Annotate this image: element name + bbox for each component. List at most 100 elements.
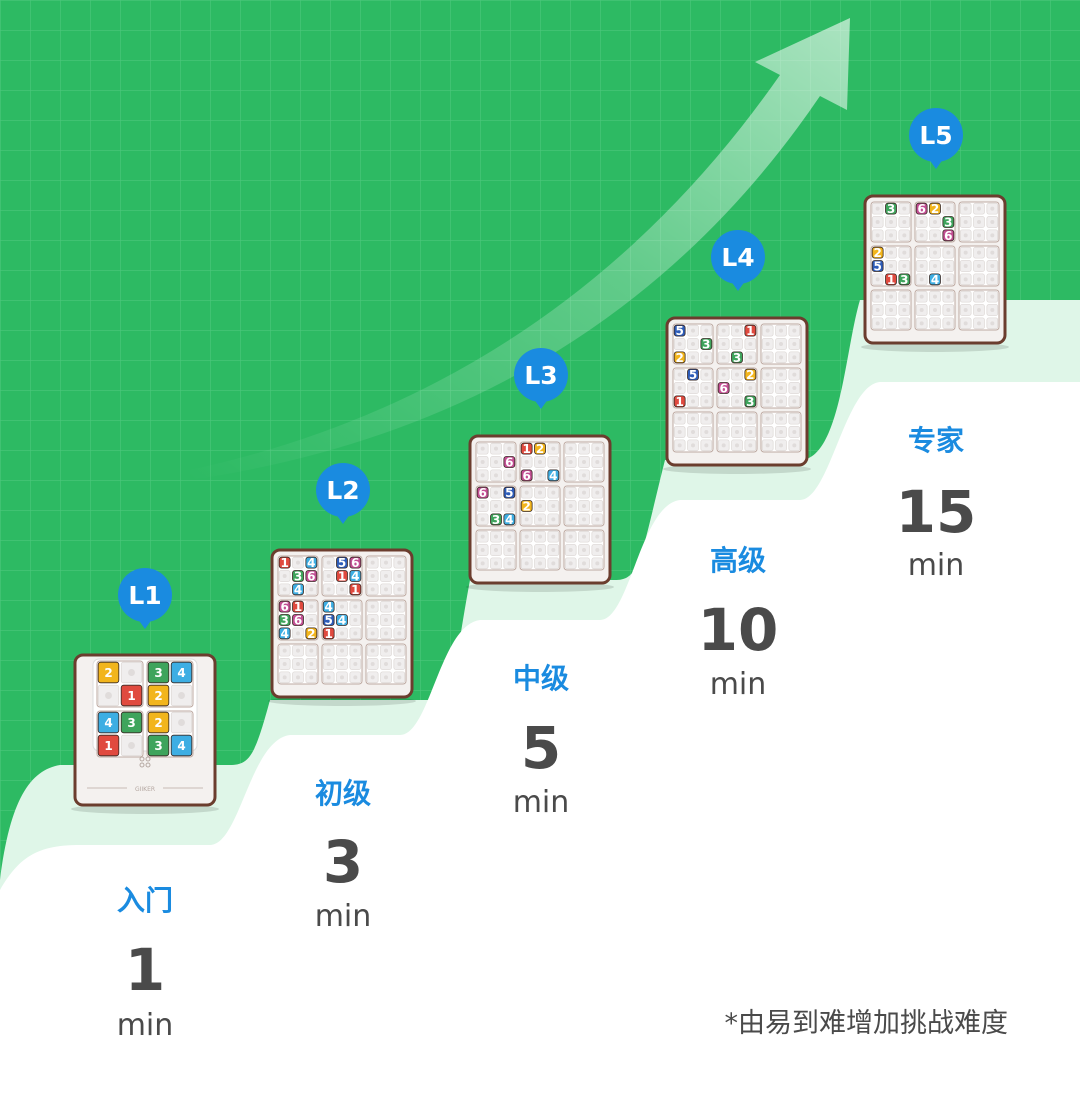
svg-text:4: 4 <box>338 614 346 628</box>
svg-text:2: 2 <box>675 351 683 365</box>
puzzle-tile: 4 <box>929 273 941 287</box>
svg-text:6: 6 <box>719 382 727 396</box>
puzzle-tile: 6 <box>717 382 730 396</box>
svg-text:6: 6 <box>307 570 315 584</box>
level-pin-icon: L4 <box>711 230 765 291</box>
puzzle-tile: 1 <box>336 570 348 584</box>
puzzle-tile: 2 <box>871 246 884 260</box>
level-name: 高级 <box>710 544 766 577</box>
puzzle-tile: 2 <box>97 661 120 684</box>
svg-text:6: 6 <box>280 600 288 614</box>
svg-text:2: 2 <box>931 202 939 216</box>
svg-text:1: 1 <box>338 570 346 584</box>
svg-text:3: 3 <box>127 716 135 730</box>
svg-text:6: 6 <box>917 202 925 216</box>
svg-text:3: 3 <box>294 570 302 584</box>
puzzle-tile: 6 <box>476 486 489 500</box>
growth-arrow <box>190 18 850 480</box>
svg-text:4: 4 <box>104 716 112 730</box>
svg-text:3: 3 <box>900 273 908 287</box>
puzzle-tile: 6 <box>520 469 533 483</box>
svg-text:5: 5 <box>873 260 881 274</box>
puzzle-tile: 6 <box>503 456 516 470</box>
svg-text:5: 5 <box>505 486 513 500</box>
puzzle-tile: 2 <box>147 711 170 734</box>
puzzle-tile: 2 <box>534 442 546 456</box>
puzzle-tile: 2 <box>929 202 941 216</box>
level-pin-icon: L2 <box>316 463 370 524</box>
svg-text:4: 4 <box>280 627 288 641</box>
level-time-value: 3 <box>323 828 363 896</box>
puzzle-tile: 6 <box>942 229 955 243</box>
level-name: 专家 <box>908 424 964 457</box>
puzzle-tile: 1 <box>292 600 304 614</box>
level-time-unit: min <box>908 548 965 583</box>
svg-text:1: 1 <box>887 273 895 287</box>
puzzle-tile: 4 <box>170 734 193 757</box>
svg-text:4: 4 <box>307 556 315 570</box>
puzzle-tile: 6 <box>292 614 304 628</box>
level-time-value: 15 <box>896 478 977 546</box>
puzzle-tile: 5 <box>673 324 686 338</box>
svg-text:6: 6 <box>505 456 513 470</box>
puzzle-tile: 3 <box>898 273 911 287</box>
svg-text:5: 5 <box>689 368 697 382</box>
puzzle-tile: 2 <box>147 684 170 707</box>
svg-text:4: 4 <box>324 600 332 614</box>
level-time-value: 1 <box>125 936 165 1004</box>
level-time-unit: min <box>315 899 372 934</box>
puzzle-tile: 6 <box>278 600 291 614</box>
puzzle-tile: 4 <box>292 583 304 597</box>
puzzle-tile: 4 <box>170 661 193 684</box>
svg-text:4: 4 <box>505 513 513 527</box>
puzzle-tile: 3 <box>278 614 291 628</box>
puzzle-tile: 6 <box>349 556 362 570</box>
puzzle-tile: 2 <box>673 351 686 365</box>
puzzle-tile: 5 <box>871 260 884 274</box>
svg-text:1: 1 <box>280 556 288 570</box>
puzzle-tile: 5 <box>687 368 699 382</box>
svg-text:3: 3 <box>702 338 710 352</box>
svg-text:2: 2 <box>154 689 162 703</box>
puzzle-tile: 1 <box>120 684 143 707</box>
puzzle-tile: 1 <box>97 734 120 757</box>
svg-text:3: 3 <box>944 216 952 230</box>
step-white-band <box>0 382 1080 1117</box>
svg-text:4: 4 <box>177 666 185 680</box>
puzzle-tile: 3 <box>885 202 897 216</box>
puzzle-tile: 4 <box>322 600 335 614</box>
level-time-unit: min <box>710 667 767 702</box>
puzzle-tile: 2 <box>520 500 533 514</box>
svg-text:2: 2 <box>307 627 315 641</box>
puzzle-tile: 3 <box>744 395 757 409</box>
svg-text:4: 4 <box>177 739 185 753</box>
puzzle-tile: 6 <box>305 570 318 584</box>
svg-text:2: 2 <box>104 666 112 680</box>
svg-text:4: 4 <box>294 583 302 597</box>
puzzle-tile: 1 <box>673 395 686 409</box>
svg-text:3: 3 <box>746 395 754 409</box>
svg-text:5: 5 <box>324 614 332 628</box>
puzzle-tile: 3 <box>147 734 170 757</box>
puzzle-tile: 2 <box>744 368 757 382</box>
puzzle-tile: 5 <box>322 614 335 628</box>
puzzle-tile: 4 <box>547 469 560 483</box>
svg-text:2: 2 <box>522 500 530 514</box>
difficulty-footnote: *由易到难增加挑战难度 <box>725 1008 1009 1039</box>
level-badge-label: L3 <box>524 361 557 390</box>
svg-text:3: 3 <box>733 351 741 365</box>
level-badge-label: L1 <box>128 581 161 610</box>
level-badge-label: L5 <box>919 121 952 150</box>
svg-text:3: 3 <box>154 739 162 753</box>
puzzle-tile: 1 <box>278 556 291 570</box>
level-name: 中级 <box>513 662 569 695</box>
level-badge-label: L4 <box>721 243 754 272</box>
